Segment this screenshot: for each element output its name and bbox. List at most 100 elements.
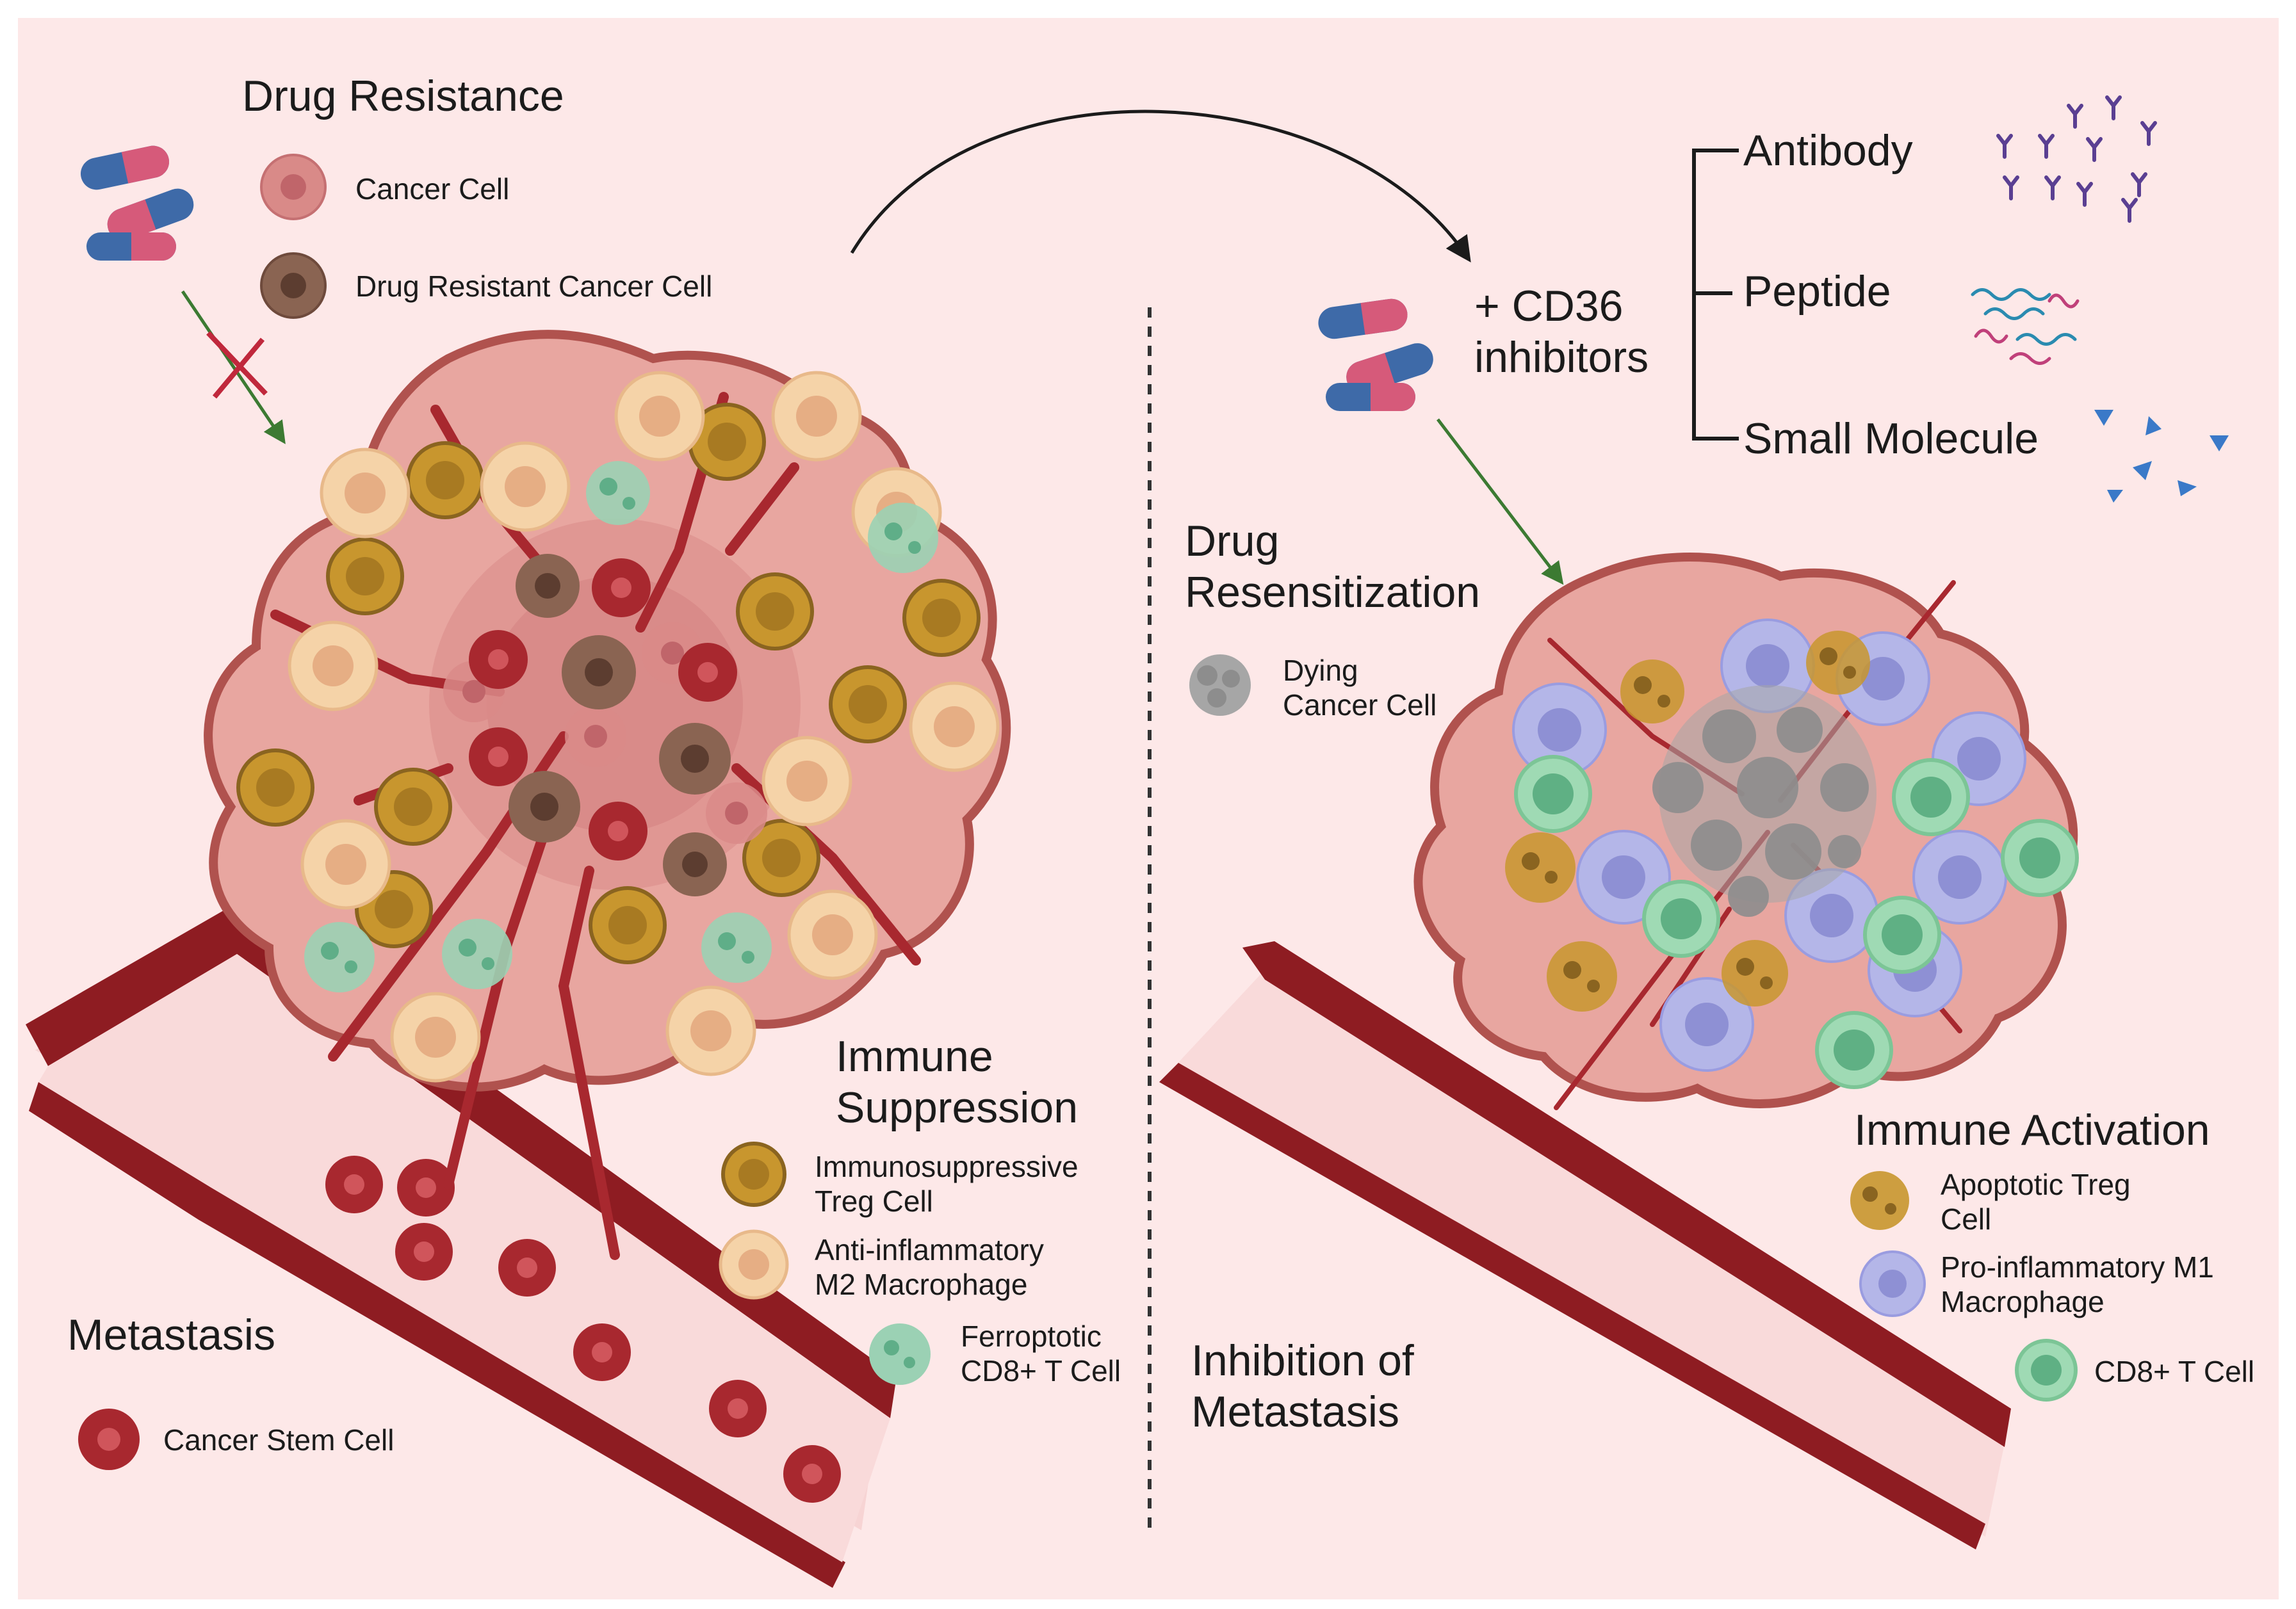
m2-macrophage-icon: [300, 819, 391, 910]
cd8-cell-icon: [1863, 896, 1941, 974]
blood-vessel-right: [1159, 941, 2011, 1549]
legend-resistant-cell-icon: [260, 252, 327, 319]
resistant-cell-icon: [562, 635, 636, 709]
m2-macrophage-icon: [390, 992, 481, 1083]
resistant-cell-icon: [659, 723, 731, 795]
apoptotic-treg-icon: [1505, 832, 1575, 903]
stem-cells-in-vessel: [325, 1156, 841, 1503]
small-molecule-icons: [2094, 410, 2229, 503]
legend-m1-label: Pro-inflammatory M1 Macrophage: [1941, 1250, 2214, 1319]
treg-cell-icon: [736, 572, 814, 651]
treatment-arrow: [850, 109, 1471, 263]
treg-cells: [236, 403, 981, 964]
stem-cell-icon: [469, 727, 528, 786]
drug-resistance-title: Drug Resistance: [242, 72, 564, 120]
resistant-cell-icon: [509, 771, 580, 843]
cd8-cell-icon: [1815, 1011, 1893, 1089]
treg-cell-icon: [688, 403, 766, 481]
stem-cell-icon: [589, 802, 647, 861]
small-molecule-label: Small Molecule: [1743, 414, 2039, 463]
apoptotic-treg-icon: [1722, 940, 1788, 1007]
stem-cell-icon: [678, 643, 737, 702]
drug-resensitization-title: Drug Resensitization: [1185, 517, 1481, 617]
legend-cd8-label: CD8+ T Cell: [2094, 1355, 2255, 1388]
m2-macrophage-icon: [909, 681, 1000, 772]
legend-cancer-cell-icon: [260, 154, 327, 220]
legend-cancer-cell-label: Cancer Cell: [355, 172, 510, 206]
antibody-label: Antibody: [1743, 126, 1913, 175]
legend-ferroptotic-label: Ferroptotic CD8+ T Cell: [961, 1320, 1121, 1388]
legend-stem-cell-icon: [78, 1409, 140, 1470]
peptide-label: Peptide: [1743, 267, 1891, 316]
treg-cell-icon: [742, 819, 820, 897]
inhibition-of-metastasis-title: Inhibition of Metastasis: [1191, 1336, 1414, 1437]
tumor-core-cells: [443, 554, 767, 896]
legend-dying-cell-icon: [1189, 654, 1251, 716]
legend-apoptotic-treg-icon: [1850, 1171, 1909, 1230]
drug-pills-icon-left: [80, 145, 194, 261]
stem-cell-icon: [325, 1156, 383, 1213]
apoptotic-tregs: [1505, 631, 1870, 1012]
legend-m2-label: Anti-inflammatory M2 Macrophage: [815, 1233, 1044, 1302]
stem-cell-icon: [395, 1223, 453, 1281]
cancer-cell-icon: [706, 782, 767, 844]
dying-cancer-cluster: [1652, 685, 1877, 917]
m1-macrophage-icon: [1659, 977, 1754, 1072]
apoptotic-treg-icon: [1806, 631, 1870, 695]
resistant-cell-icon: [663, 832, 727, 896]
cd8-cell-icon: [1892, 758, 1970, 836]
m2-macrophage-icon: [480, 441, 571, 532]
stem-cell-icon: [397, 1159, 455, 1217]
apoptotic-treg-icon: [1547, 941, 1617, 1012]
resensitization-arrow: [1437, 418, 1564, 585]
m2-macrophage-icon: [288, 620, 379, 711]
cd8-cell-icon: [2001, 819, 2079, 897]
treg-cell-icon: [406, 441, 484, 519]
treg-cell-icon: [326, 537, 404, 615]
metastasis-title: Metastasis: [67, 1311, 275, 1359]
antibody-icons: [1996, 95, 2157, 223]
cd8-cell-icon: [1514, 755, 1592, 833]
ferroptotic-cell-icon: [442, 919, 512, 989]
ferroptotic-cell-icon: [868, 503, 938, 573]
stem-cell-icon: [592, 558, 651, 617]
m2-macrophage-icon: [614, 371, 705, 462]
m2-macrophage-icon: [771, 371, 862, 462]
m2-macrophage-icon: [665, 985, 756, 1076]
m2-macrophage-icon: [320, 448, 411, 538]
ferroptotic-cells: [304, 461, 938, 992]
legend-m1-icon: [1859, 1250, 1926, 1317]
stem-cell-icon: [709, 1380, 767, 1437]
resistant-cell-icon: [516, 554, 580, 618]
stem-cell-icon: [573, 1323, 631, 1381]
legend-ferroptotic-icon: [869, 1323, 931, 1385]
apoptotic-treg-icon: [1620, 659, 1684, 724]
cd8-cell-icon: [1642, 880, 1720, 958]
ferroptotic-cell-icon: [304, 922, 375, 992]
ferroptotic-cell-icon: [701, 912, 772, 983]
cd8-t-cells: [1514, 755, 2079, 1089]
immune-suppression-title: Immune Suppression: [836, 1032, 1079, 1133]
inhibitor-bracket: [1692, 149, 1739, 441]
legend-apoptotic-treg-label: Apoptotic Treg Cell: [1941, 1168, 2131, 1236]
immune-activation-title: Immune Activation: [1854, 1106, 2210, 1154]
m1-macrophage-icon: [1576, 830, 1671, 925]
blood-vessel-left: [26, 903, 897, 1588]
legend-cd8-icon: [2015, 1339, 2078, 1402]
cancer-cell-icon: [565, 706, 626, 767]
m2-macrophage-icon: [787, 889, 878, 980]
stem-cell-icon: [498, 1239, 556, 1297]
blocked-drug-arrow: [181, 290, 286, 444]
stem-cell-icon: [469, 630, 528, 689]
m2-macrophage-icon: [761, 736, 852, 827]
treg-cell-icon: [374, 768, 452, 846]
legend-m2-icon: [719, 1229, 789, 1300]
treg-cell-icon: [829, 665, 907, 743]
peptide-icons: [1971, 288, 2080, 365]
legend-stem-cell-label: Cancer Stem Cell: [163, 1423, 395, 1457]
legend-treg-label: Immunosuppressive Treg Cell: [815, 1150, 1079, 1218]
stem-cell-icon: [783, 1445, 841, 1503]
legend-treg-icon: [721, 1142, 786, 1207]
ferroptotic-cell-icon: [586, 461, 650, 525]
